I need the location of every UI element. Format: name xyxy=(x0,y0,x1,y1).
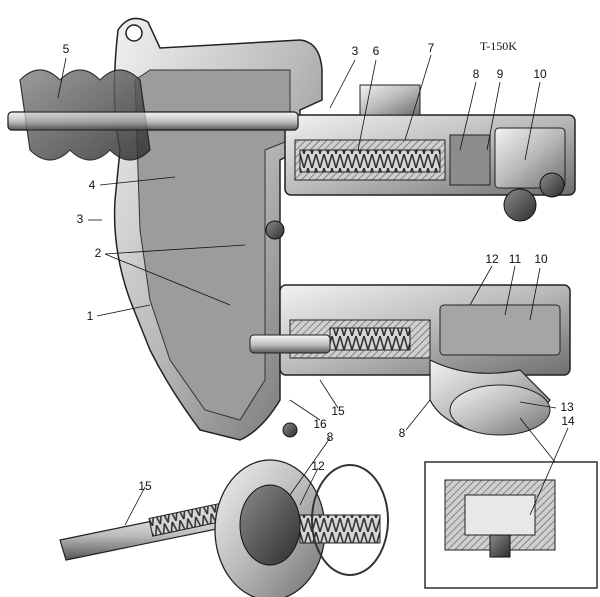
detail-rod-assembly xyxy=(59,502,237,561)
lower-cylinder xyxy=(249,284,571,436)
callout-7: 7 xyxy=(428,41,435,55)
inset-detail-14 xyxy=(424,461,598,589)
callout-6: 6 xyxy=(373,44,380,58)
callout-8-top: 8 xyxy=(473,67,480,81)
callout-4: 4 xyxy=(89,178,96,192)
callout-9: 9 xyxy=(497,67,504,81)
callout-13: 13 xyxy=(560,400,574,414)
callout-16: 16 xyxy=(313,417,327,431)
callout-10-top: 10 xyxy=(533,67,547,81)
callout-14: 14 xyxy=(561,414,575,428)
upper-cylinder xyxy=(284,84,576,222)
detail-valve-assembly xyxy=(214,459,389,597)
callout-3-left: 3 xyxy=(77,212,84,226)
housing xyxy=(113,17,323,441)
callout-8-bottom: 8 xyxy=(327,430,334,444)
callout-1: 1 xyxy=(87,309,94,323)
callout-8-mid: 8 xyxy=(399,426,406,440)
callout-3-top: 3 xyxy=(352,44,359,58)
callout-11: 11 xyxy=(509,252,522,266)
callout-12-mid: 12 xyxy=(485,252,499,266)
callout-10-mid: 10 xyxy=(534,252,548,266)
leader-lines xyxy=(57,54,569,526)
boot-and-rod xyxy=(7,69,299,161)
callout-5: 5 xyxy=(63,42,70,56)
callout-2: 2 xyxy=(95,246,102,260)
diagram-title: T-150K xyxy=(480,39,517,53)
callout-15-bottom: 15 xyxy=(138,479,152,493)
callouts: 5 3 6 7 8 9 10 4 3 2 1 12 11 10 13 15 16… xyxy=(63,41,575,493)
callout-12-bottom: 12 xyxy=(311,459,325,473)
callout-15-mid: 15 xyxy=(331,404,345,418)
